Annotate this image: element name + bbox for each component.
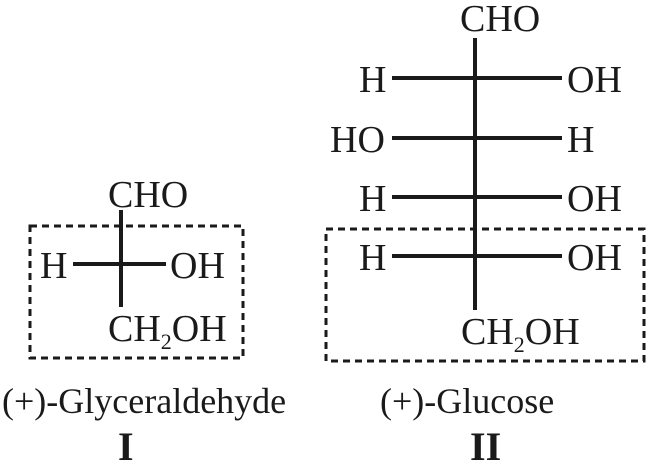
glucose-ch2oh-label: CH2OH <box>461 311 580 357</box>
glucose-row1-right: OH <box>567 59 622 101</box>
glyceraldehyde-cho-label: CHO <box>108 174 188 216</box>
glucose-structure: CHO H OH HO H H OH H OH CH2OH (+)-Glucos… <box>324 0 646 466</box>
glucose-row2-right: H <box>567 119 594 161</box>
glucose-row3-left: H <box>359 178 386 220</box>
glyceraldehyde-numeral: I <box>118 424 134 466</box>
glyceraldehyde-ch2oh-label: CH2OH <box>108 308 227 354</box>
glucose-numeral: II <box>470 424 501 466</box>
glucose-row2-left: HO <box>330 119 385 161</box>
glyceraldehyde-h-label: H <box>40 245 67 287</box>
glucose-row1-left: H <box>359 59 386 101</box>
glucose-row3-right: OH <box>567 178 622 220</box>
glucose-cho-label: CHO <box>460 0 540 40</box>
glyceraldehyde-caption: (+)-Glyceraldehyde <box>2 381 286 421</box>
glucose-row4-right: OH <box>567 237 622 279</box>
glyceraldehyde-oh-label: OH <box>170 245 225 287</box>
glucose-caption: (+)-Glucose <box>380 381 554 421</box>
glucose-row4-left: H <box>359 237 386 279</box>
glyceraldehyde-structure: CHO H OH CH2OH (+)-Glyceraldehyde I <box>2 174 286 466</box>
glucose-highlight-box <box>324 227 646 363</box>
glyceraldehyde-highlight-box <box>28 224 245 360</box>
